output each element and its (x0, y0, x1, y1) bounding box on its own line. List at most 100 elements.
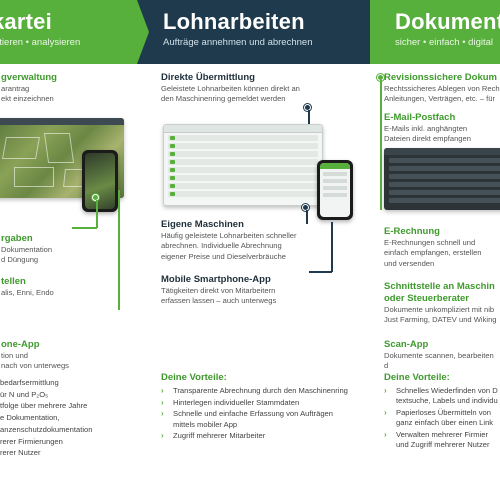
feature-desc: d Düngung (1, 255, 39, 265)
feature-block: Scan-App Dokumente scannen, bearbeiten d (384, 339, 500, 372)
feature-block: one-App tion und nach von unterwegs (1, 339, 69, 372)
feature-desc: tion und (1, 351, 29, 360)
feature-title: Mobile Smartphone-App (161, 274, 271, 285)
feature-desc: Dokumente scannen, bearbeiten d (384, 351, 494, 371)
header-subtitle: ntieren • analysieren (0, 37, 81, 48)
list-item: ›Hinterlegen individueller Stammdaten (161, 397, 300, 407)
feature-block: E-Rechnung E-Rechnungen schnell und einf… (384, 226, 482, 269)
list-item: ›Schnelle und einfache Erfassung von Auf… (161, 409, 334, 429)
header-subtitle: sicher • einfach • digital (395, 37, 494, 48)
connector-line (306, 210, 308, 224)
phone-mockup (317, 160, 353, 220)
feature-desc: Just Farming, DATEV und Wiking (384, 315, 497, 325)
chevron-right-icon: › (384, 407, 387, 417)
vorteile-list: ›Schnelles Wiederfinden von D textsuche,… (384, 386, 500, 452)
list-item: ›tfolge über mehrere Jahre (0, 401, 88, 411)
feature-block: Revisionssichere Dokum Rechtssicheres Ab… (384, 72, 500, 105)
header-title: Dokumente (395, 9, 500, 34)
header-left: kartei ntieren • analysieren (0, 0, 137, 64)
feature-desc: E-Rechnungen schnell und (384, 238, 476, 247)
feature-desc: Dateien direkt empfangen (384, 134, 471, 144)
connector-line (308, 110, 310, 124)
chevron-right-icon: › (384, 429, 387, 439)
feature-desc: Dokumente unkompliziert mit nib (384, 305, 495, 314)
feature-title: Revisionssichere Dokum (384, 72, 497, 83)
list-item: ›e Dokumentation, (0, 413, 60, 423)
list-item: ›Verwalten mehrerer Firmier und Zugriff … (384, 429, 490, 450)
list-item: ›Papierloses Übermitteln von ganz einfac… (384, 407, 494, 428)
feature-block: E-Mail-Postfach E-Mails inkl. anghängten… (384, 112, 471, 145)
column-dokumente: Dokumente sicher • einfach • digital Rev… (370, 0, 500, 500)
list-item: ›Zugriff mehrerer Mitarbeiter (161, 431, 266, 441)
feature-block: Eigene Maschinen Häufig geleistete Lohna… (161, 219, 297, 262)
feature-block: Direkte Übermittlung Geleistete Lohnarbe… (161, 72, 300, 105)
feature-title: Direkte Übermittlung (161, 72, 255, 83)
connector-dot (92, 194, 99, 201)
header-right: Dokumente sicher • einfach • digital (370, 0, 500, 64)
feature-desc: und versenden (384, 258, 435, 268)
list-item: ›bedarfsermittlung (0, 378, 59, 387)
list-item: ›rerer Firmierungen (0, 436, 63, 446)
feature-desc: Geleistete Lohnarbeiten können direkt an (161, 84, 300, 93)
chevron-right-icon: › (161, 431, 164, 441)
header-arrow (137, 0, 149, 64)
feature-desc: Anleitungen, Verträgen, etc. – für (384, 94, 496, 104)
feature-desc: eigener Preise und Dieselverbräuche (161, 251, 286, 261)
dokumente-screenshot (384, 148, 500, 210)
connector-line (331, 222, 333, 272)
feature-desc: ekt einzeichnen (1, 94, 54, 104)
feature-title: one-App (1, 339, 40, 350)
feature-desc: Tätigkeiten direkt von Mitarbeitern (161, 286, 276, 295)
lohnarbeiten-table-screenshot (163, 124, 323, 206)
feature-title: Scan-App (384, 339, 429, 350)
feature-title: Eigene Maschinen (161, 219, 244, 230)
connector-line (309, 271, 332, 273)
column-ackerschlagkartei: kartei ntieren • analysieren gverwaltung… (0, 0, 137, 500)
feature-title: oder Steuerberater (384, 293, 470, 304)
feature-desc: Häufig geleistete Lohnarbeiten schneller (161, 231, 297, 240)
feature-desc: abrechnen. Individuelle Abrechnung (161, 241, 282, 251)
feature-title: Schnittstelle an Maschin (384, 281, 495, 292)
connector-line (118, 190, 120, 310)
list-item: ›anzenschutzdokumentation (0, 424, 93, 434)
header-title: kartei (0, 9, 52, 34)
feature-block: Mobile Smartphone-App Tätigkeiten direkt… (161, 274, 276, 307)
feature-block: gverwaltung arantrag ekt einzeichnen (1, 72, 57, 105)
feature-desc: erfassen lassen – auch unterwegs (161, 296, 277, 306)
vorteile-heading: Deine Vorteile: (384, 372, 450, 383)
list-item: ›Schnelles Wiederfinden von D textsuche,… (384, 386, 498, 406)
phone-mockup (82, 150, 118, 212)
feature-title: E-Mail-Postfach (384, 112, 456, 123)
connector-dot (302, 204, 309, 211)
chevron-right-icon: › (384, 386, 387, 395)
feature-title: E-Rechnung (384, 226, 440, 237)
list-item: ›Transparente Abrechnung durch den Masch… (161, 386, 348, 395)
feature-block: Schnittstelle an Maschin oder Steuerbera… (384, 281, 497, 326)
connector-dot (304, 104, 311, 111)
vorteile-list: ›Transparente Abrechnung durch den Masch… (161, 386, 351, 443)
vorteile-heading: Deine Vorteile: (161, 372, 227, 383)
connector-line (380, 80, 382, 210)
feature-desc: alis, Enni, Endo (1, 288, 54, 297)
header-title: Lohnarbeiten (163, 9, 305, 34)
feature-title: gverwaltung (1, 72, 57, 83)
feature-desc: Dokumentation (1, 245, 53, 254)
chevron-right-icon: › (161, 386, 164, 395)
header-subtitle: Aufträge annehmen und abrechnen (163, 37, 313, 48)
feature-block: tellen alis, Enni, Endo (1, 276, 54, 298)
feature-title: tellen (1, 276, 26, 287)
feature-block: rgaben Dokumentation d Düngung (1, 233, 52, 266)
feature-desc: arantrag (1, 84, 30, 93)
column-lohnarbeiten: Lohnarbeiten Aufträge annehmen und abrec… (137, 0, 370, 500)
chevron-right-icon: › (161, 409, 164, 419)
connector-line (96, 200, 98, 228)
list-item: ›rerer Nutzer (0, 448, 41, 458)
chevron-right-icon: › (161, 397, 164, 407)
feature-title: rgaben (1, 233, 33, 244)
header-middle: Lohnarbeiten Aufträge annehmen und abrec… (137, 0, 370, 64)
feature-desc: nach von unterwegs (1, 361, 69, 371)
feature-desc: einfach empfangen, erstellen (384, 248, 482, 258)
vorteile-list: ›bedarfsermittlung ›ür N und P₂O₅ ›tfolg… (0, 378, 134, 460)
feature-desc: E-Mails inkl. anghängten (384, 124, 468, 133)
feature-desc: Rechtssicheres Ablegen von Rech (384, 84, 500, 93)
